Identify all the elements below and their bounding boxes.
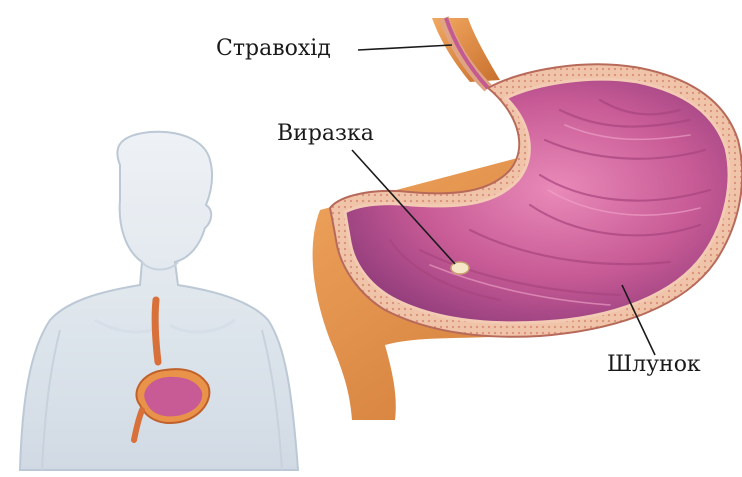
esophagus-label: Стравохід <box>216 38 331 60</box>
ulcer-label: Виразка <box>277 123 374 145</box>
esophagus-leader <box>358 45 452 50</box>
ulcer-spot <box>451 262 469 274</box>
stomach-label: Шлунок <box>607 354 701 376</box>
